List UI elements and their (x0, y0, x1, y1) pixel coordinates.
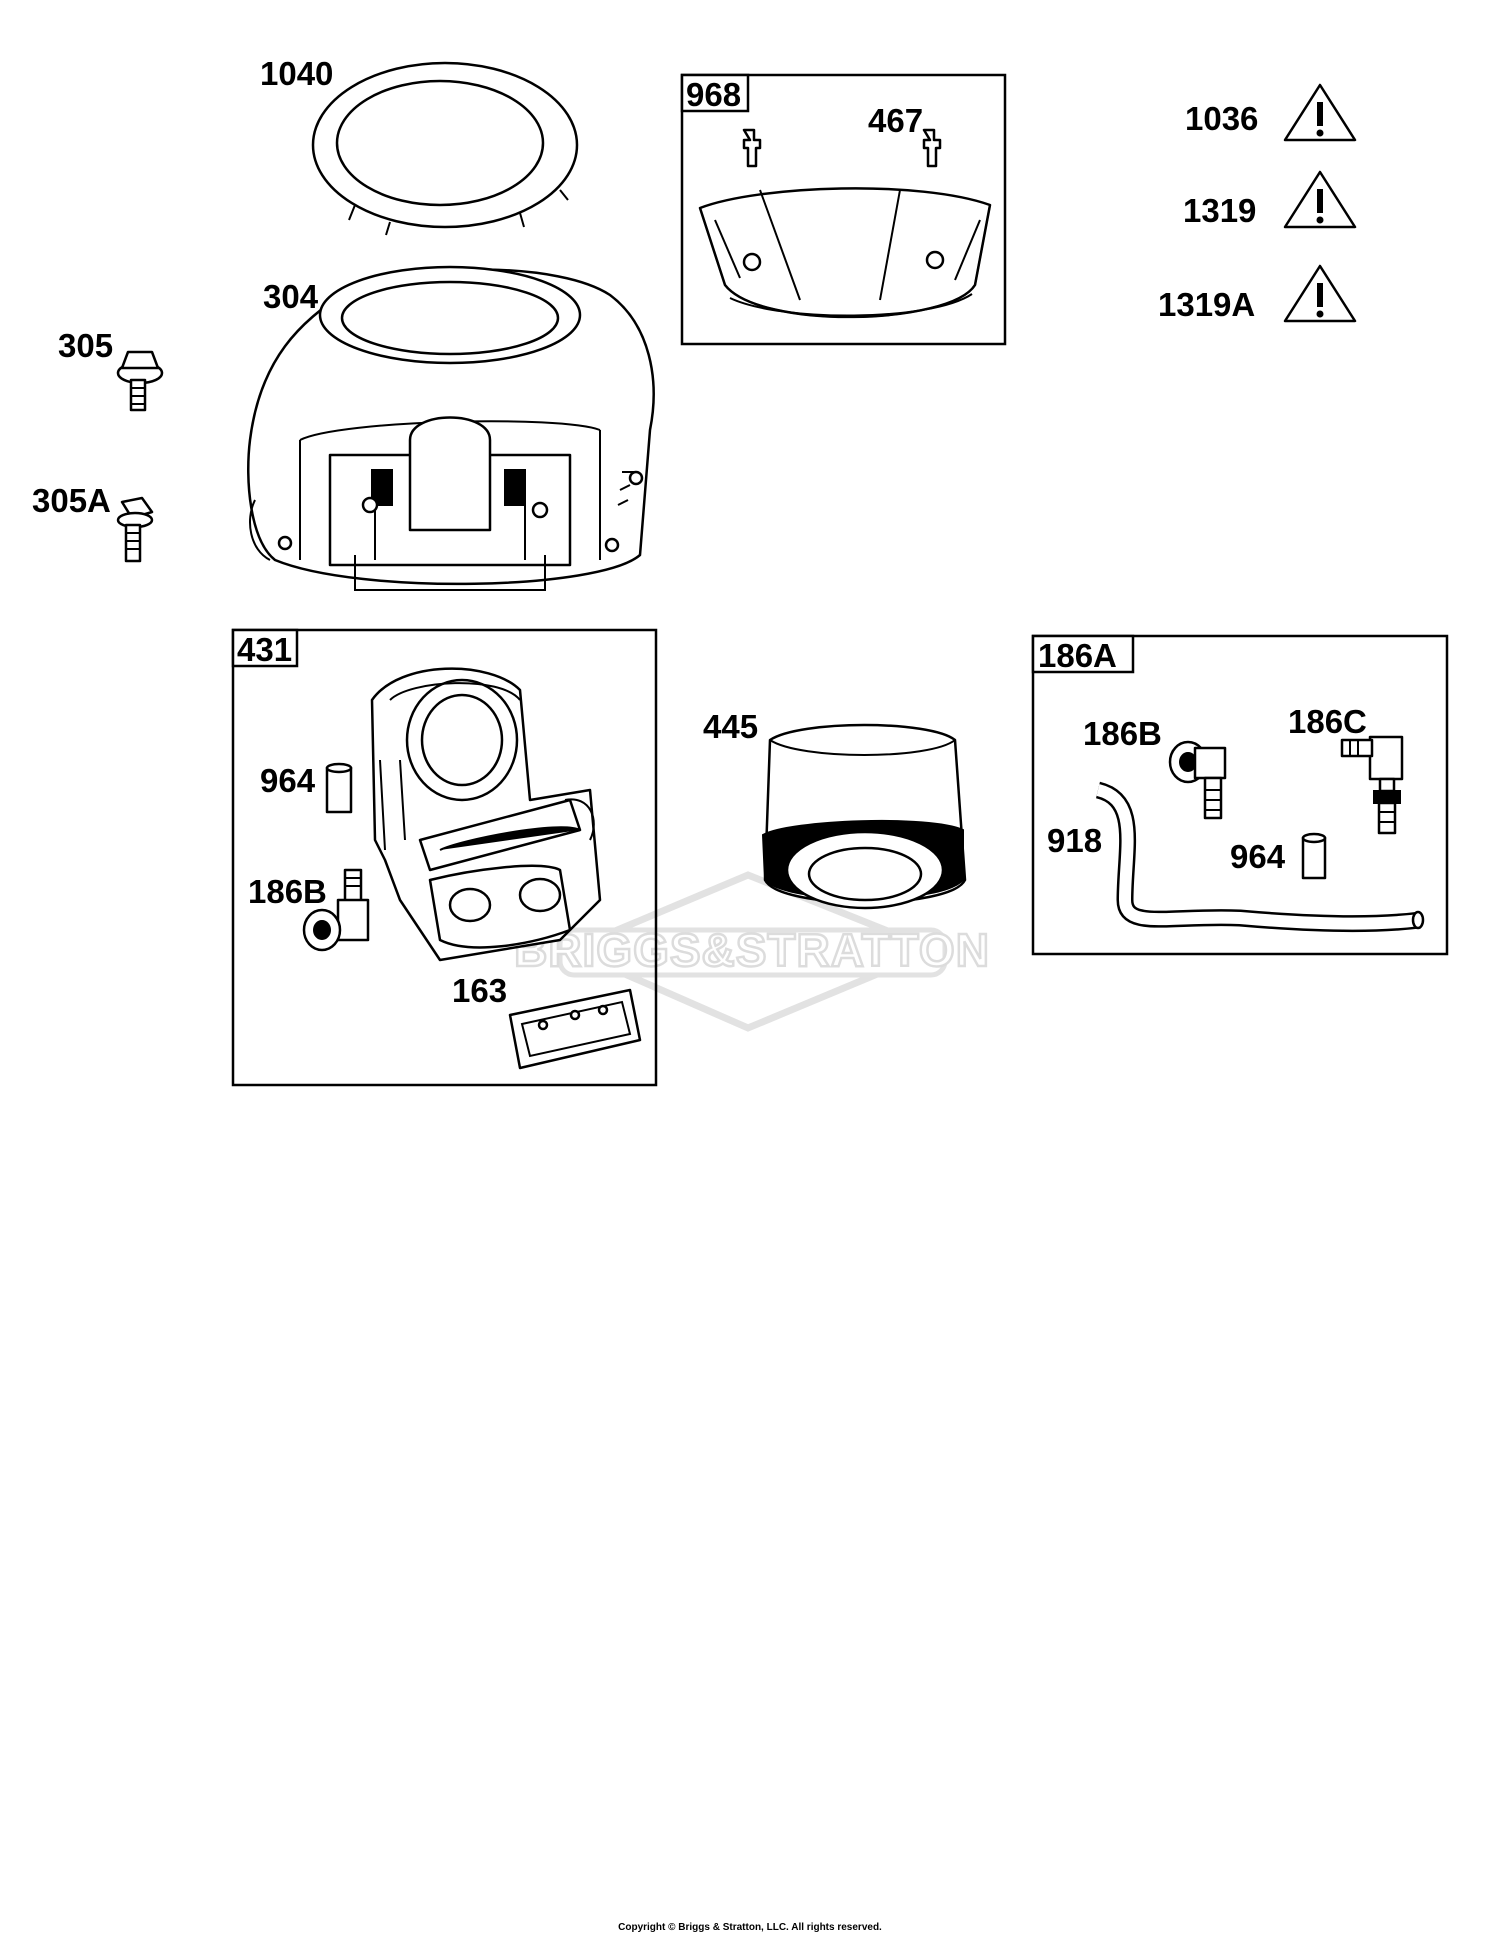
label-1319: 1319 (1183, 192, 1256, 229)
label-305a: 305A (32, 482, 111, 519)
part-964-right-sleeve (1301, 832, 1327, 880)
part-186b-left-fitting (302, 868, 370, 952)
label-964-left: 964 (260, 762, 316, 799)
part-964-left-sleeve (325, 762, 353, 814)
box-186a-tag (1031, 634, 1135, 674)
part-163-gasket (508, 988, 642, 1070)
brand-watermark: BRIGGS&STRATTON (513, 871, 990, 1032)
label-163: 163 (452, 972, 507, 1009)
part-968-cover (698, 187, 992, 319)
label-968: 968 (686, 76, 741, 113)
part-918-hose (1095, 781, 1425, 933)
label-305: 305 (58, 327, 113, 364)
box-186a (1031, 634, 1449, 956)
warning-icon-1319a (1283, 264, 1357, 323)
label-186b-right: 186B (1083, 715, 1162, 752)
part-431-air-cleaner-base (370, 667, 602, 962)
label-964-right: 964 (1230, 838, 1286, 875)
copyright-notice: Copyright © Briggs & Stratton, LLC. All … (618, 1922, 882, 1933)
label-304: 304 (263, 278, 319, 315)
label-431: 431 (237, 631, 292, 668)
label-1040: 1040 (260, 55, 333, 92)
label-186b-left: 186B (248, 873, 327, 910)
box-968-tag (680, 73, 750, 113)
label-186c: 186C (1288, 703, 1367, 740)
label-467: 467 (868, 102, 923, 139)
part-305a-screw (116, 496, 154, 563)
part-186c-fitting (1340, 735, 1404, 835)
label-918: 918 (1047, 822, 1102, 859)
watermark-text: BRIGGS&STRATTON (514, 924, 990, 976)
part-304-blower-housing (247, 265, 655, 591)
part-467-pins (742, 128, 942, 168)
box-431 (231, 628, 658, 1087)
part-186b-right-fitting (1168, 740, 1227, 820)
label-445: 445 (703, 708, 758, 745)
box-968 (680, 73, 1007, 346)
warning-icon-1036 (1283, 83, 1357, 142)
label-186a: 186A (1038, 637, 1117, 674)
part-305-screw (116, 350, 164, 412)
warning-icon-1319 (1283, 170, 1357, 229)
label-1319a: 1319A (1158, 286, 1255, 323)
box-431-tag (231, 628, 299, 668)
part-445-air-filter (761, 723, 967, 910)
part-1040-ring (311, 61, 579, 236)
label-1036: 1036 (1185, 100, 1258, 137)
